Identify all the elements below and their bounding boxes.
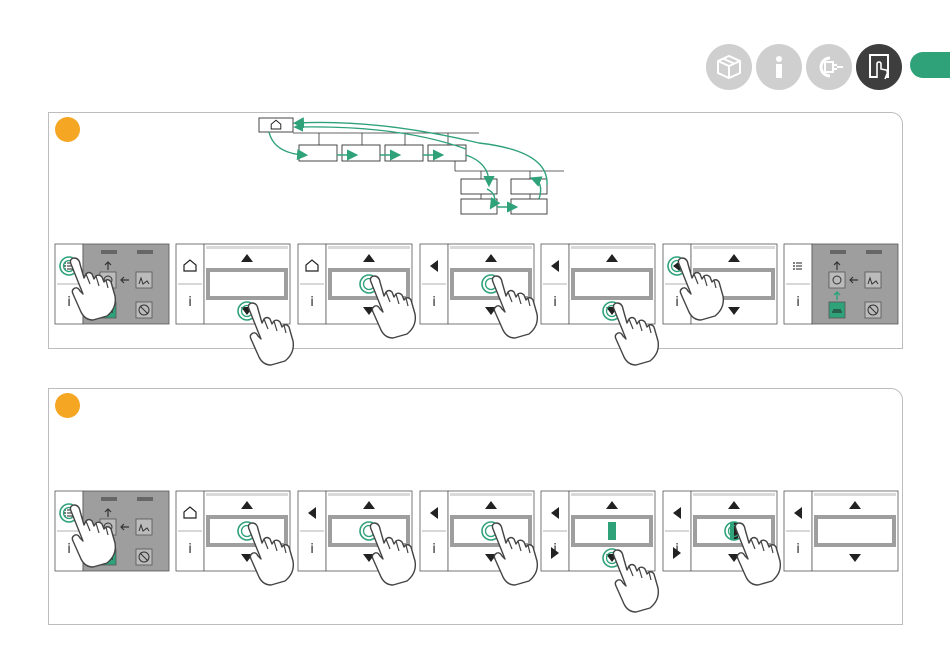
panel2-device-5: i bbox=[541, 491, 655, 571]
info-icon bbox=[756, 44, 802, 90]
svg-text:i: i bbox=[432, 542, 436, 557]
panel1-device-7: i bbox=[784, 244, 898, 324]
svg-text:i: i bbox=[188, 542, 192, 557]
svg-text:i: i bbox=[675, 295, 679, 310]
panel1-device-1: i bbox=[55, 244, 169, 324]
panel1-device-4: i bbox=[420, 244, 534, 324]
panel1-device-5: i bbox=[541, 244, 655, 324]
panel2-device-6: i bbox=[663, 491, 777, 571]
box-icon bbox=[706, 44, 752, 90]
value-bar bbox=[608, 522, 616, 540]
menu-icon[interactable] bbox=[793, 262, 802, 270]
plug-icon bbox=[806, 44, 852, 90]
step-marker-1 bbox=[55, 117, 80, 142]
svg-text:i: i bbox=[310, 295, 314, 310]
svg-text:i: i bbox=[188, 295, 192, 310]
svg-text:i: i bbox=[796, 542, 800, 557]
panel1-device-2: i bbox=[176, 244, 290, 324]
panel2-device-2: i bbox=[176, 491, 290, 571]
svg-text:i: i bbox=[310, 542, 314, 557]
panel1-device-3: i bbox=[298, 244, 412, 324]
step-marker-2 bbox=[55, 393, 80, 418]
svg-text:i: i bbox=[432, 295, 436, 310]
svg-text:i: i bbox=[553, 295, 557, 310]
svg-text:i: i bbox=[67, 542, 71, 557]
panel2-device-7: i bbox=[784, 491, 898, 571]
panel2-device-1: i bbox=[55, 491, 169, 571]
svg-text:i: i bbox=[796, 295, 800, 310]
menu-tree-diagram bbox=[249, 113, 579, 223]
section-tab bbox=[910, 52, 950, 78]
touch-icon bbox=[856, 44, 902, 90]
svg-text:i: i bbox=[67, 295, 71, 310]
value-bar bbox=[730, 522, 734, 540]
panel1-device-6: i bbox=[663, 244, 777, 324]
panel2-device-3: i bbox=[298, 491, 412, 571]
panel2-device-4: i bbox=[420, 491, 534, 571]
